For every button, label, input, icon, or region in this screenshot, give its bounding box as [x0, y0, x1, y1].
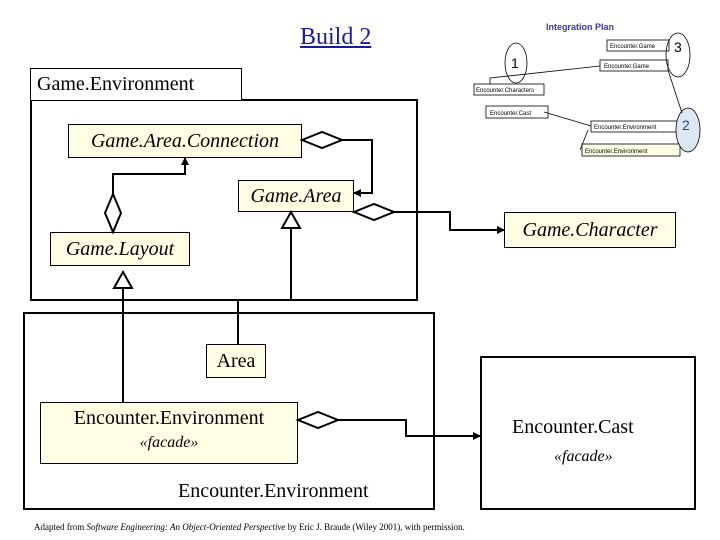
facade-stereotype: «facade»	[139, 434, 199, 451]
connection-to-area-association	[342, 139, 373, 197]
plan-circle-2	[675, 107, 701, 153]
plan-number: 1	[511, 55, 519, 71]
encounter-environment-facade-label: Encounter.Environment	[73, 407, 265, 429]
plan-box	[485, 105, 549, 119]
encounter-cast-package	[480, 356, 696, 510]
plan-circle-3	[665, 32, 691, 78]
area-class: Area	[206, 344, 266, 378]
aggregation-diamond	[299, 130, 345, 150]
aggregation-diamond	[351, 202, 397, 222]
aggregation-diamond	[295, 410, 341, 430]
encounter-cast-label: Encounter.Cast	[512, 416, 634, 438]
area-generalization	[237, 228, 292, 344]
game-layout-class: Game.Layout	[50, 232, 190, 266]
inheritance-triangle	[112, 269, 134, 289]
page-title[interactable]: Build 2	[300, 24, 372, 50]
caption-prefix: Adapted from	[34, 522, 87, 532]
plan-box-label: Encounter.Environment	[594, 125, 657, 131]
plan-number: 2	[682, 117, 690, 133]
integration-plan-thumbnail: Integration Plan Encounter.Game Encounte…	[473, 22, 701, 157]
plan-box-label: Encounter.Environment	[585, 149, 648, 155]
plan-box	[473, 83, 545, 96]
encounter-environment-package-label: Encounter.Environment	[178, 480, 369, 502]
area-to-character-association	[394, 211, 505, 234]
game-character-class: Game.Character	[504, 212, 676, 248]
plan-box	[599, 59, 669, 72]
plan-number: 3	[674, 39, 682, 55]
plan-box-label: Encounter.Game	[610, 44, 656, 50]
caption-book-title: Software Engineering: An Object-Oriented…	[86, 522, 286, 532]
game-area-class: Game.Area	[238, 180, 354, 212]
caption-suffix: by Eric J. Braude (Wiley 2001), with per…	[285, 522, 465, 532]
aggregation-diamond	[103, 191, 123, 235]
game-environment-tab: Game.Environment	[30, 68, 242, 101]
plan-box	[581, 143, 681, 157]
layout-to-connection-association	[112, 157, 189, 194]
game-area-connection-class: Game.Area.Connection	[68, 124, 302, 158]
plan-box-label: Encounter.Cast	[490, 111, 531, 117]
encounter-cast-stereotype: «facade»	[554, 448, 613, 465]
plan-box	[606, 39, 670, 52]
plan-box-label: Encounter.Characters	[476, 88, 534, 94]
environment-to-cast-association	[338, 419, 481, 440]
plan-box-label: Encounter.Game	[604, 64, 650, 70]
integration-plan-title: Integration Plan	[546, 22, 614, 32]
caption: Adapted from Software Engineering: An Ob…	[34, 522, 465, 532]
encounter-environment-facade-class: Encounter.Environment «facade»	[40, 402, 298, 464]
inheritance-triangle	[280, 209, 302, 229]
plan-circle-1	[504, 42, 528, 84]
